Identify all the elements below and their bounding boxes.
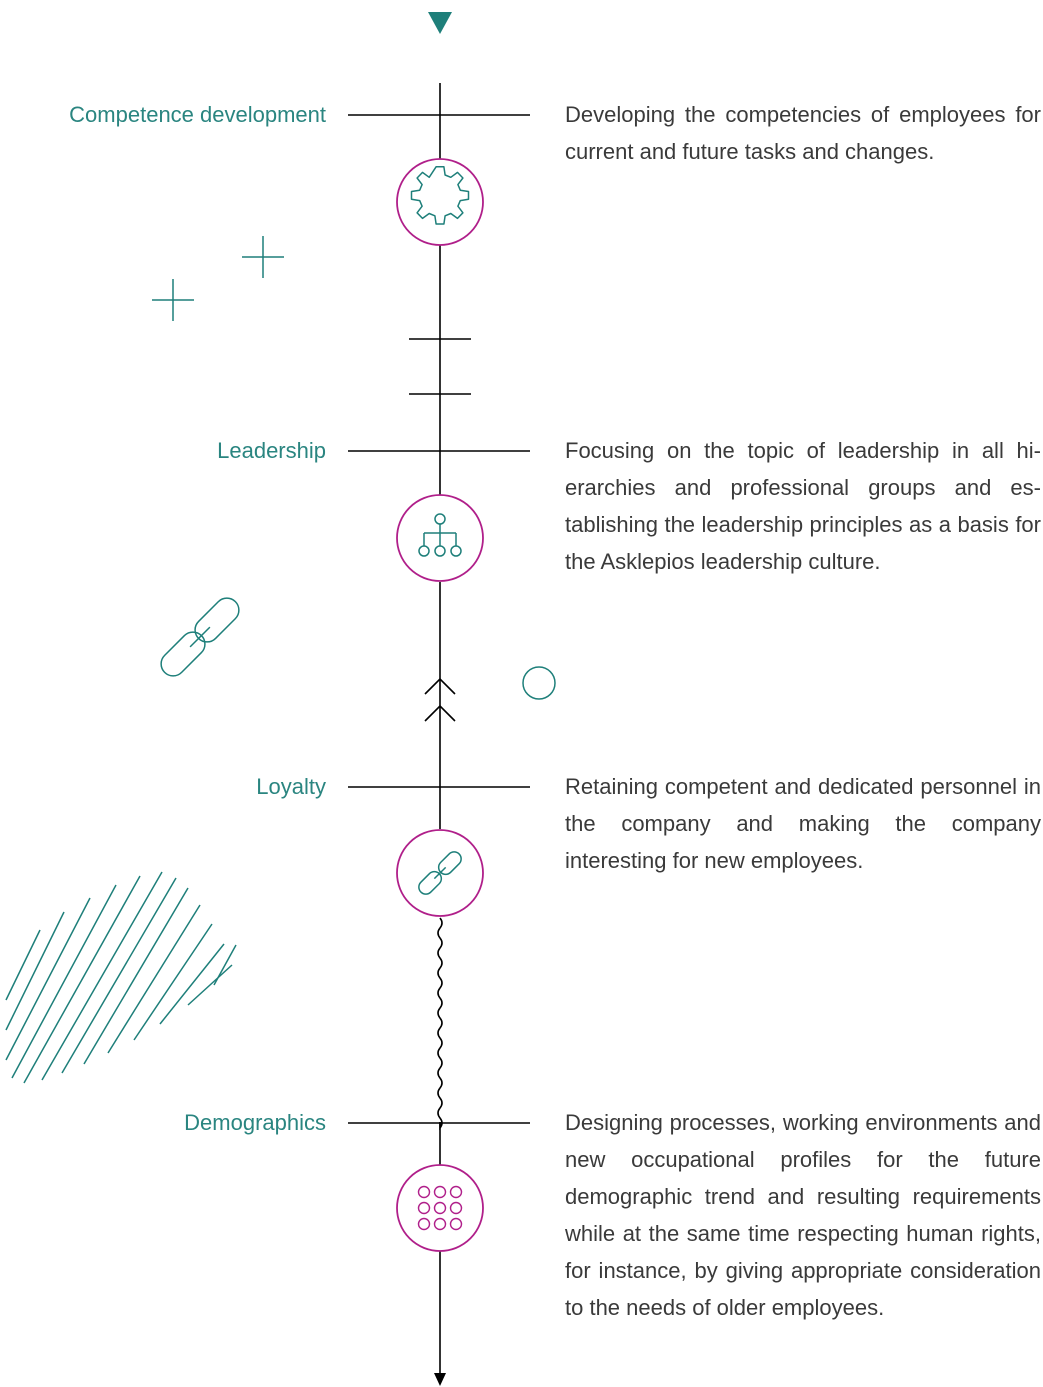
- description-competence-development: Developing the competencies of employees…: [565, 102, 1041, 164]
- label-competence-development: Competence development: [69, 102, 326, 127]
- chain-link-icon: [418, 851, 462, 895]
- label-leadership: Leadership: [217, 438, 326, 463]
- chain-link-icon: [160, 597, 240, 677]
- dot-grid-icon: [417, 1185, 463, 1231]
- node-circle: [396, 158, 484, 246]
- org-chart-icon: [418, 513, 462, 557]
- gear-icon: [410, 166, 470, 225]
- plus-icon: [152, 279, 194, 321]
- label-loyalty: Loyalty: [256, 774, 326, 799]
- node-circle: [396, 1164, 484, 1252]
- chevron-up-icon: [424, 677, 456, 722]
- wavy-line: [437, 917, 443, 1131]
- description-demographics: Designing processes, working environ­men…: [565, 1110, 1041, 1320]
- plus-icon: [242, 236, 284, 278]
- description-leadership: Focusing on the topic of leadership in a…: [565, 438, 1041, 574]
- circle-icon: [522, 666, 556, 700]
- axis-arrowhead: [434, 1373, 446, 1386]
- down-arrow-icon: [428, 12, 452, 34]
- hatch-pattern: [5, 871, 237, 1084]
- description-loyalty: Retaining competent and dedicated per­so…: [565, 774, 1041, 873]
- timeline-axis: [437, 83, 443, 1376]
- label-demographics: Demographics: [184, 1110, 326, 1135]
